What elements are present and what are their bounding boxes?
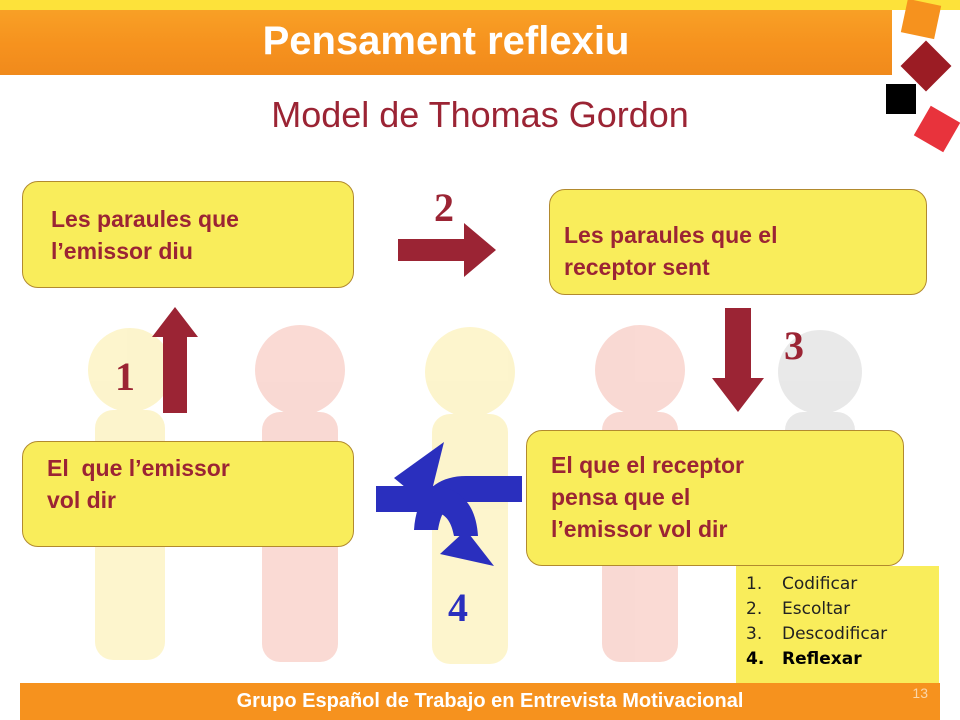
step-number-4: 4 — [448, 585, 468, 630]
box-line: vol dir — [47, 487, 117, 513]
decorative-squares — [886, 0, 960, 153]
circular-arrows-icon — [376, 442, 522, 566]
arrow-right-icon — [398, 223, 496, 277]
box-line: Les paraules que el — [564, 222, 778, 248]
box-line: Les paraules que — [51, 206, 239, 232]
legend-item: 3. Descodificar — [746, 622, 939, 647]
steps-legend: 1. Codificar 2. Escoltar 3. Descodificar 4.… — [736, 566, 939, 701]
box-words-sender-says: Les paraules que l’emissor diu — [22, 181, 354, 288]
step-number-2: 2 — [434, 185, 454, 230]
header-bar — [0, 0, 892, 75]
legend-item-label: Reflexar — [782, 649, 862, 669]
box-line: l’emissor diu — [51, 238, 193, 264]
legend-item: 1. Codificar — [746, 572, 939, 597]
box-line: El que l’emissor — [47, 455, 230, 481]
box-words-receiver-hears: Les paraules que el receptor sent — [549, 189, 927, 295]
box-line: l’emissor vol dir — [551, 516, 728, 542]
box-line: receptor sent — [564, 254, 710, 280]
legend-item-number: 3. — [746, 624, 763, 644]
header-strip — [0, 0, 960, 10]
step-number-1: 1 — [115, 354, 135, 399]
legend-item-label: Descodificar — [782, 624, 888, 644]
legend-item-active: 4. Reflexar — [746, 647, 939, 672]
legend-item-number: 2. — [746, 599, 763, 619]
footer-text: Grupo Español de Trabajo en Entrevista M… — [236, 690, 744, 712]
diagram-subtitle: Model de Thomas Gordon — [271, 94, 689, 135]
legend-item: 2. Escoltar — [746, 597, 939, 622]
legend-item-label: Escoltar — [782, 599, 851, 619]
step-number-3: 3 — [784, 323, 804, 368]
legend-item-number: 4. — [746, 649, 765, 669]
arrow-up-icon — [152, 307, 198, 413]
box-line: pensa que el — [551, 484, 691, 510]
box-receiver-thinks: El que el receptor pensa que el l’emisso… — [526, 430, 904, 566]
footer-bar: Grupo Español de Trabajo en Entrevista M… — [20, 683, 940, 720]
legend-list: 1. Codificar 2. Escoltar 3. Descodificar 4.… — [746, 572, 939, 672]
page-number: 13 — [912, 685, 928, 701]
legend-item-label: Codificar — [782, 574, 858, 594]
box-line: El que el receptor — [551, 452, 745, 478]
legend-item-number: 1. — [746, 574, 763, 594]
page-title: Pensament reflexiu — [262, 19, 630, 63]
arrow-down-icon — [712, 308, 764, 412]
box-sender-means: El que l’emissor vol dir — [22, 441, 354, 547]
